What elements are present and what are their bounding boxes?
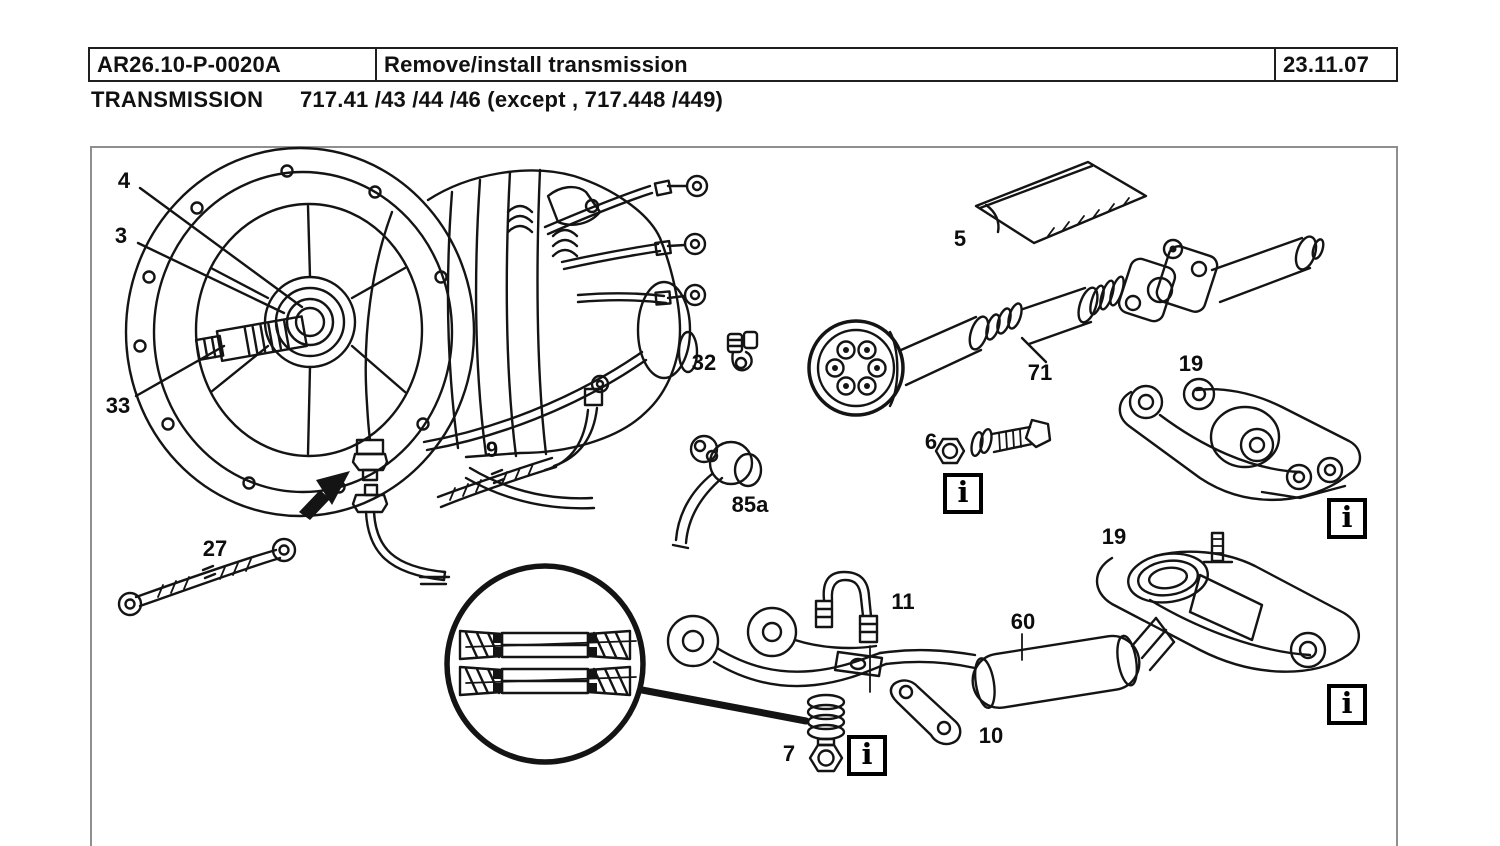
callout-11: 11: [891, 589, 915, 614]
callout-3: 3: [114, 223, 128, 248]
leader-lines: [134, 186, 304, 398]
callout-60: 60: [1010, 609, 1036, 634]
callout-10: 10: [978, 723, 1004, 748]
subheader: TRANSMISSION 717.41 /43 /44 /46 (except …: [0, 87, 1500, 113]
doc-code: AR26.10-P-0020A: [90, 49, 377, 80]
callout-85a: 85a: [731, 492, 769, 517]
heat-shield: [974, 160, 1148, 245]
figure-frame: [90, 146, 1398, 846]
callout-9: 9: [485, 437, 499, 462]
exhaust-system: [666, 606, 1176, 746]
callout-5: 5: [953, 226, 967, 251]
callout-33: 33: [105, 393, 131, 418]
pipe-11: [814, 570, 879, 693]
info-icon: i: [847, 735, 887, 776]
sensor-85a: [671, 434, 763, 550]
transmission-drawing: [124, 146, 699, 518]
magnifier-detail: [418, 563, 810, 765]
exploded-diagram: [117, 146, 1362, 773]
callout-6: 6: [924, 429, 938, 454]
transmission-mount-upper: [1118, 377, 1362, 501]
callout-19-upper: 19: [1178, 351, 1204, 376]
model-designations: 717.41 /43 /44 /46 (except , 717.448 /44…: [300, 87, 724, 112]
callout-71: 71: [1027, 360, 1053, 385]
speedometer-cable: [436, 374, 610, 509]
info-icon: i: [1327, 684, 1367, 725]
section-label: TRANSMISSION: [91, 87, 264, 112]
clutch-line: [351, 210, 447, 582]
doc-title: Remove/install transmission: [384, 51, 688, 77]
shift-rods: [543, 174, 709, 307]
bolt-6: [934, 418, 1052, 465]
callout-19-lower: 19: [1101, 524, 1127, 549]
input-shaft: [194, 315, 308, 363]
callout-7: 7: [782, 741, 796, 766]
exhaust-bracket: [889, 679, 962, 746]
ground-strap: [117, 537, 297, 617]
flex-disc: [807, 319, 905, 417]
direction-arrow: [299, 471, 350, 520]
document-header-table: AR26.10-P-0020A Remove/install transmiss…: [88, 47, 1398, 82]
doc-date: 23.11.07: [1274, 49, 1396, 80]
info-icon: i: [1327, 498, 1367, 539]
callout-27: 27: [202, 536, 228, 561]
callout-32: 32: [691, 350, 717, 375]
callout-4: 4: [117, 168, 131, 193]
service-manual-page: { "header": { "doc_code": "AR26.10-P-002…: [0, 47, 1500, 846]
spring-7: [806, 693, 846, 773]
propeller-shaft: [807, 235, 1325, 417]
transmission-mount-lower: [1095, 531, 1360, 673]
info-icon: i: [943, 473, 983, 514]
retaining-clip: [726, 330, 759, 372]
